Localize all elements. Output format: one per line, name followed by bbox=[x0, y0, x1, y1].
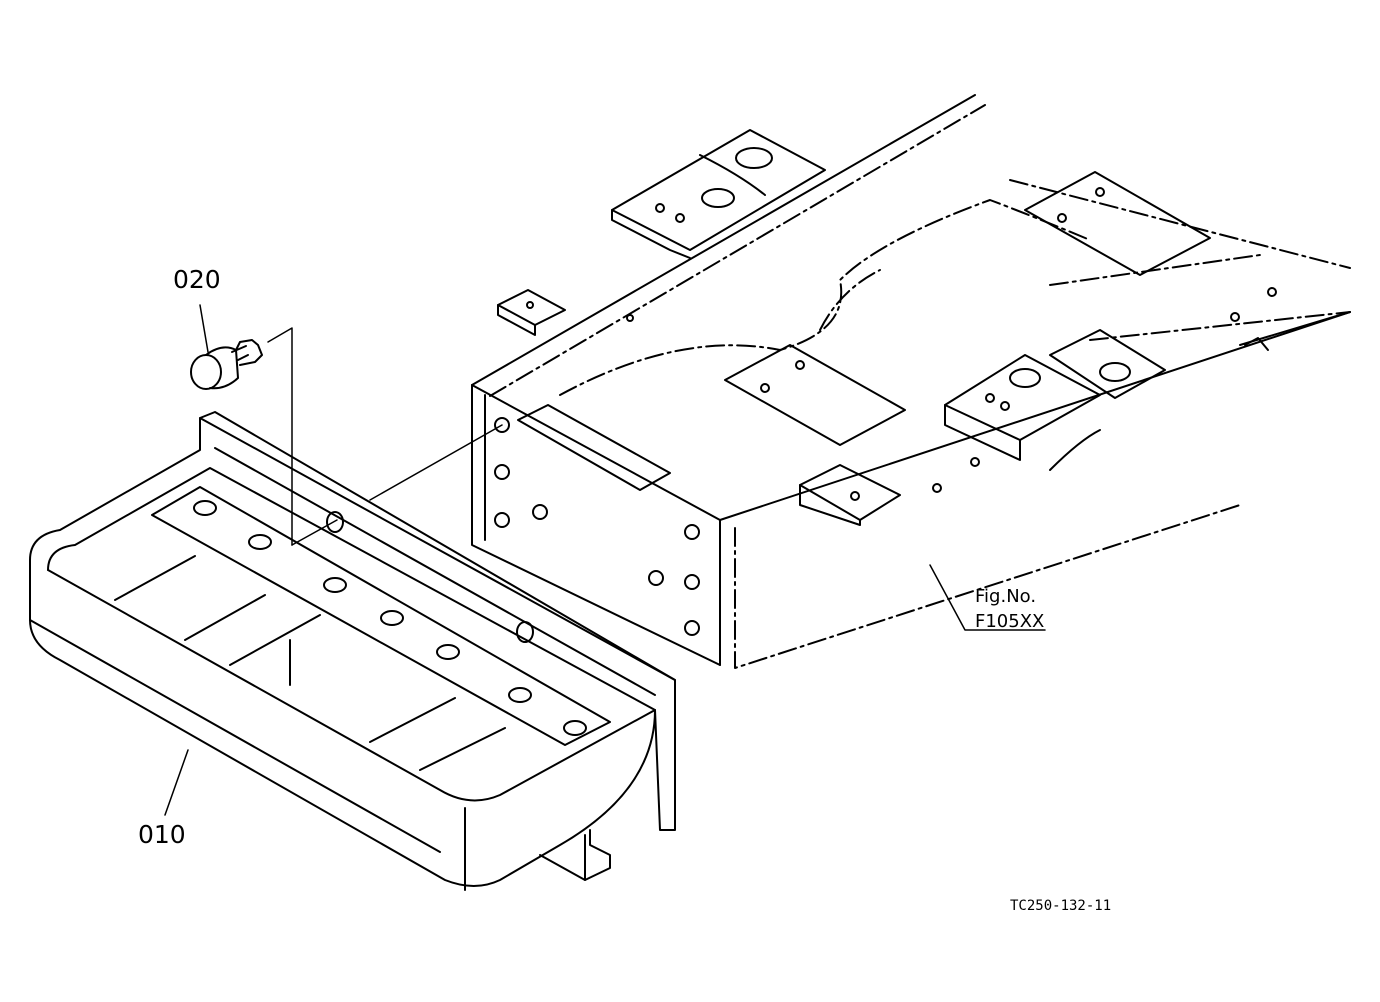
bolt-part-020[interactable] bbox=[190, 339, 263, 390]
frame-assembly bbox=[471, 94, 1351, 669]
figure-reference-line1: Fig.No. bbox=[975, 586, 1036, 607]
frame-bracket-lower bbox=[799, 464, 901, 526]
figure-reference-line2: F105XX bbox=[975, 611, 1044, 632]
frame-bracket-small bbox=[497, 289, 566, 336]
step-part-010[interactable] bbox=[29, 411, 676, 891]
frame-bracket-right-top bbox=[1024, 171, 1211, 276]
part-label-010: 010 bbox=[138, 820, 186, 849]
frame-bracket-top bbox=[611, 129, 826, 259]
leader-lines bbox=[164, 304, 1046, 816]
frame-front-holes bbox=[494, 417, 700, 636]
frame-bracket-center bbox=[724, 344, 906, 446]
frame-bracket-right bbox=[944, 329, 1166, 461]
part-label-020: 020 bbox=[173, 265, 221, 294]
drawing-code: TC250-132-11 bbox=[1010, 898, 1111, 914]
